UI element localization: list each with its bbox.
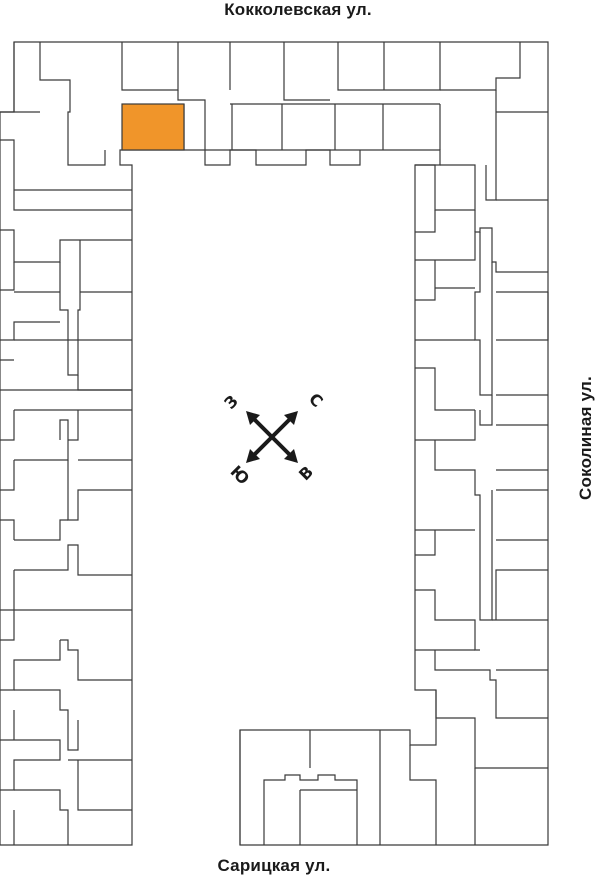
compass: С З В Ю: [220, 389, 326, 488]
street-label-bottom: Сарицкая ул.: [217, 856, 331, 875]
west-wing: [0, 139, 132, 845]
east-wing: [409, 90, 549, 845]
compass-arrow-north-icon: [284, 411, 298, 425]
compass-south: Ю: [227, 462, 254, 489]
compass-west: З: [220, 391, 241, 412]
south-block: [239, 730, 381, 845]
north-wing: [0, 42, 521, 166]
compass-north: С: [305, 389, 327, 411]
highlighted-apartment[interactable]: [121, 103, 185, 151]
compass-arrow-east-icon: [284, 449, 298, 463]
compass-east: В: [295, 462, 317, 484]
building-outline: [0, 41, 549, 846]
compass-arrow-south-icon: [246, 449, 260, 463]
compass-arrow-west-icon: [246, 411, 260, 425]
street-label-top: Кокколевская ул.: [224, 0, 372, 19]
